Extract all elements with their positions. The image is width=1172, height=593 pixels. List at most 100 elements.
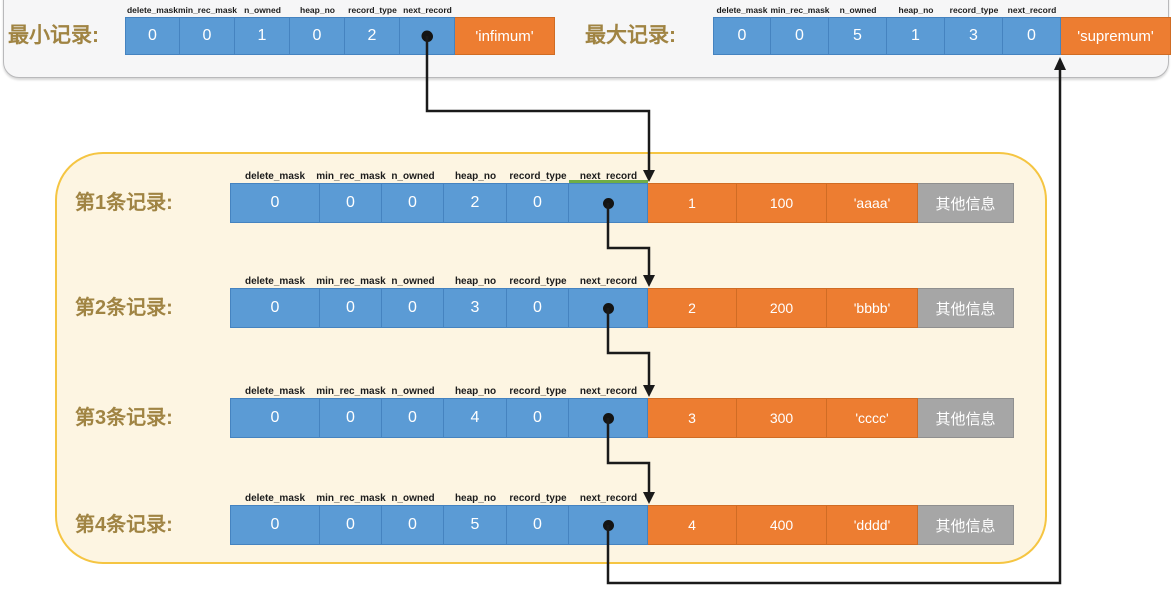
field-header-heap_no: heap_no — [454, 171, 497, 182]
cell-delete_mask: 0 — [125, 17, 180, 55]
cell-heap_no: 4 — [444, 398, 507, 438]
field-header-next_record: next_record — [403, 5, 452, 15]
field-header-n_owned: n_owned — [839, 5, 877, 15]
cell-data-2: 300 — [737, 398, 827, 438]
cell-min_rec_mask: 0 — [320, 398, 382, 438]
record-2-label: 第2条记录: — [75, 297, 173, 319]
field-header-next_record: next_record — [579, 276, 638, 287]
max-record-label: 最大记录: — [585, 24, 676, 47]
record-4-label: 第4条记录: — [75, 514, 173, 536]
cell-record_type: 3 — [945, 17, 1003, 55]
field-header-record_type: record_type — [509, 276, 567, 287]
cell-next_record: 0 — [1003, 17, 1061, 55]
cell-extra-info: 其他信息 — [918, 288, 1014, 328]
field-header-min_rec_mask: min_rec_mask — [316, 386, 386, 397]
record-3-label: 第3条记录: — [75, 407, 173, 429]
cell-data-1: 4 — [648, 505, 737, 545]
cell-n_owned: 1 — [235, 17, 290, 55]
field-header-record_type: record_type — [509, 493, 567, 504]
min-record-label: 最小记录: — [8, 24, 99, 47]
cell-supremum-name: 'supremum' — [1061, 17, 1171, 55]
field-header-delete_mask: delete_mask — [244, 493, 306, 504]
field-header-n_owned: n_owned — [244, 5, 281, 15]
highlight-line — [569, 180, 648, 183]
cell-delete_mask: 0 — [713, 17, 771, 55]
cell-data-1: 1 — [648, 183, 737, 223]
cell-data-2: 100 — [737, 183, 827, 223]
cell-min_rec_mask: 0 — [320, 288, 382, 328]
record-1-label: 第1条记录: — [75, 192, 173, 214]
cell-next_record — [400, 17, 455, 55]
field-header-n_owned: n_owned — [391, 276, 435, 287]
field-header-next_record: next_record — [1007, 5, 1057, 15]
field-header-n_owned: n_owned — [391, 171, 435, 182]
cell-heap_no: 0 — [290, 17, 345, 55]
record-2-field-headers: delete_mask min_rec_mask n_owned heap_no rec… — [230, 273, 648, 287]
field-header-min_rec_mask: min_rec_mask — [316, 493, 386, 504]
field-header-record_type: record_type — [509, 386, 567, 397]
field-header-heap_no: heap_no — [454, 386, 497, 397]
field-header-heap_no: heap_no — [300, 5, 335, 15]
field-header-record_type: record_type — [348, 5, 397, 15]
cell-heap_no: 5 — [444, 505, 507, 545]
field-header-heap_no: heap_no — [454, 493, 497, 504]
field-header-delete_mask: delete_mask — [126, 5, 179, 15]
field-header-next_record: next_record — [579, 493, 638, 504]
field-header-heap_no: heap_no — [454, 276, 497, 287]
cell-n_owned: 0 — [382, 288, 444, 328]
field-header-delete_mask: delete_mask — [716, 5, 768, 15]
cell-min_rec_mask: 0 — [771, 17, 829, 55]
cell-heap_no: 2 — [444, 183, 507, 223]
cell-record_type: 0 — [507, 183, 569, 223]
cell-heap_no: 3 — [444, 288, 507, 328]
cell-infimum-name: 'infimum' — [455, 17, 555, 55]
cell-delete_mask: 0 — [230, 505, 320, 545]
field-header-record_type: record_type — [949, 5, 999, 15]
cell-n_owned: 0 — [382, 505, 444, 545]
cell-min_rec_mask: 0 — [320, 505, 382, 545]
cell-min_rec_mask: 0 — [180, 17, 235, 55]
cell-record_type: 0 — [507, 505, 569, 545]
cell-extra-info: 其他信息 — [918, 183, 1014, 223]
field-header-min_rec_mask: min_rec_mask — [770, 5, 830, 15]
cell-data-3: 'cccc' — [827, 398, 918, 438]
cell-extra-info: 其他信息 — [918, 398, 1014, 438]
cell-delete_mask: 0 — [230, 288, 320, 328]
cell-extra-info: 其他信息 — [918, 505, 1014, 545]
cell-data-3: 'aaaa' — [827, 183, 918, 223]
cell-data-2: 400 — [737, 505, 827, 545]
cell-n_owned: 0 — [382, 398, 444, 438]
cell-data-1: 3 — [648, 398, 737, 438]
cell-next_record — [569, 505, 648, 545]
field-header-heap_no: heap_no — [898, 5, 934, 15]
field-header-min_rec_mask: min_rec_mask — [316, 171, 386, 182]
cell-n_owned: 0 — [382, 183, 444, 223]
cell-data-1: 2 — [648, 288, 737, 328]
field-header-delete_mask: delete_mask — [244, 276, 306, 287]
field-header-min_rec_mask: min_rec_mask — [177, 5, 238, 15]
cell-delete_mask: 0 — [230, 183, 320, 223]
cell-n_owned: 5 — [829, 17, 887, 55]
cell-record_type: 0 — [507, 288, 569, 328]
cell-next_record — [569, 183, 648, 223]
field-header-record_type: record_type — [509, 171, 567, 182]
cell-heap_no: 1 — [887, 17, 945, 55]
field-header-min_rec_mask: min_rec_mask — [316, 276, 386, 287]
cell-next_record — [569, 398, 648, 438]
cell-data-2: 200 — [737, 288, 827, 328]
field-header-delete_mask: delete_mask — [244, 171, 306, 182]
cell-record_type: 2 — [345, 17, 400, 55]
cell-next_record — [569, 288, 648, 328]
field-header-next_record: next_record — [579, 386, 638, 397]
